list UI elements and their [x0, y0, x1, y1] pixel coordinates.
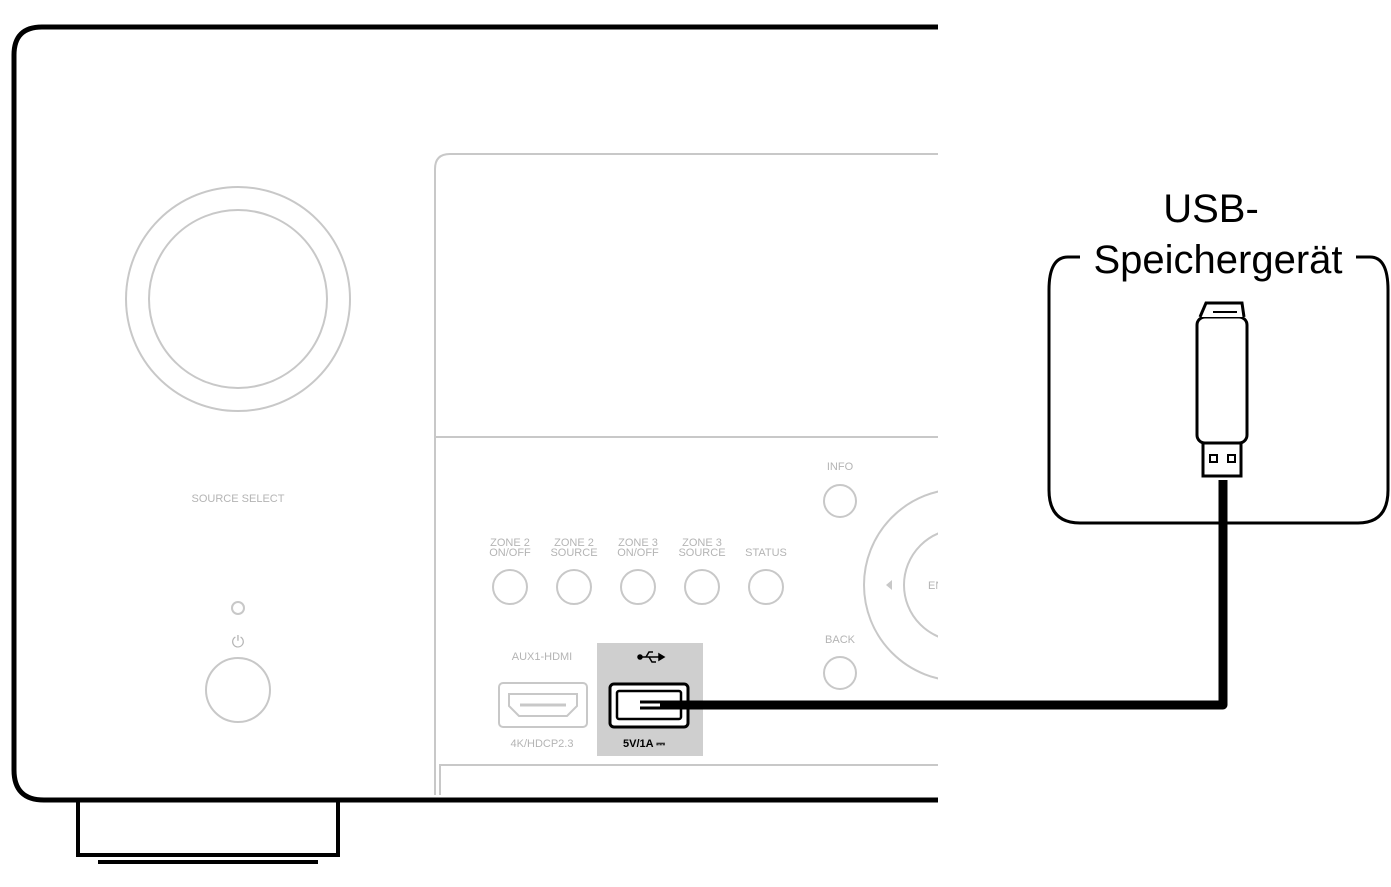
- enter-button[interactable]: [903, 529, 1016, 641]
- receiver-outline: [11, 24, 938, 803]
- status-label: STATUS: [745, 547, 787, 559]
- zone-button-label-line2: ON/OFF: [617, 547, 659, 559]
- zone2-source[interactable]: ZONE 2 SOURCE: [550, 537, 598, 605]
- zone3-source-button[interactable]: [684, 569, 720, 605]
- cursor-ring[interactable]: [863, 489, 1056, 681]
- usb-port-area: 5V/1A ⎓: [597, 643, 703, 756]
- zone-button-label-line2: ON/OFF: [489, 547, 531, 559]
- receiver-foot: [76, 802, 340, 857]
- standby-led: [231, 601, 245, 615]
- zone-button-label-line1: ZONE 2: [554, 537, 594, 549]
- power-button[interactable]: [205, 657, 271, 723]
- zone3-onoff[interactable]: ZONE 3 ON/OFF: [617, 537, 659, 605]
- status[interactable]: STATUS: [745, 547, 787, 605]
- zone-button-label-line2: SOURCE: [678, 547, 725, 559]
- hdmi-socket: [508, 693, 578, 717]
- zone2-onoff-button[interactable]: [492, 569, 528, 605]
- power-icon: ⏻: [232, 634, 245, 651]
- display-panel: [434, 153, 938, 795]
- callout-bracket: [1047, 255, 1390, 525]
- zone-button-label-line1: ZONE 2: [490, 537, 530, 549]
- callout-title-line1: USB-: [1163, 187, 1259, 231]
- usb-storage-callout: USB- Speichergerät: [1047, 187, 1390, 525]
- zone3-source[interactable]: ZONE 3 SOURCE: [678, 537, 726, 605]
- source-select-label: SOURCE SELECT: [192, 493, 285, 505]
- enter-label: EN: [928, 580, 943, 592]
- info-button[interactable]: [823, 484, 857, 518]
- source-select-knob-outer[interactable]: [125, 186, 351, 412]
- usb-cable: [640, 480, 1228, 710]
- hdmi-sublabel: 4K/HDCP2.3: [511, 738, 574, 750]
- callout-title-line2: Speichergerät: [1093, 238, 1342, 282]
- zone2-source-button[interactable]: [556, 569, 592, 605]
- av-receiver: SOURCE SELECT ⏻ INFO BACK EN ZONE 2: [11, 24, 1056, 864]
- cursor-left-arrow[interactable]: [886, 580, 892, 590]
- status-button[interactable]: [748, 569, 784, 605]
- zone3-onoff-button[interactable]: [620, 569, 656, 605]
- zone2-onoff[interactable]: ZONE 2 ON/OFF: [489, 537, 531, 605]
- cursor-pad[interactable]: EN: [863, 489, 1056, 681]
- zone-button-label-line2: SOURCE: [550, 547, 597, 559]
- back-button[interactable]: [823, 656, 857, 690]
- aux1-hdmi-port[interactable]: AUX1-HDMI 4K/HDCP2.3: [498, 651, 588, 750]
- zone-button-row: ZONE 2 ON/OFF ZONE 2 SOURCE ZONE 3 ON/OF…: [489, 537, 787, 605]
- zone-button-label-line1: ZONE 3: [618, 537, 658, 549]
- hdmi-label: AUX1-HDMI: [512, 651, 573, 663]
- usb-symbol-icon: [637, 651, 666, 663]
- usb-spec-label: 5V/1A ⎓: [623, 738, 665, 750]
- source-select-knob-inner: [148, 209, 328, 389]
- usb-stick-icon: [1195, 301, 1249, 478]
- hdmi-frame: [498, 682, 588, 728]
- info-label: INFO: [827, 461, 854, 473]
- lower-compartment: [439, 764, 938, 795]
- zone-button-label-line1: ZONE 3: [682, 537, 722, 549]
- back-label: BACK: [825, 634, 856, 646]
